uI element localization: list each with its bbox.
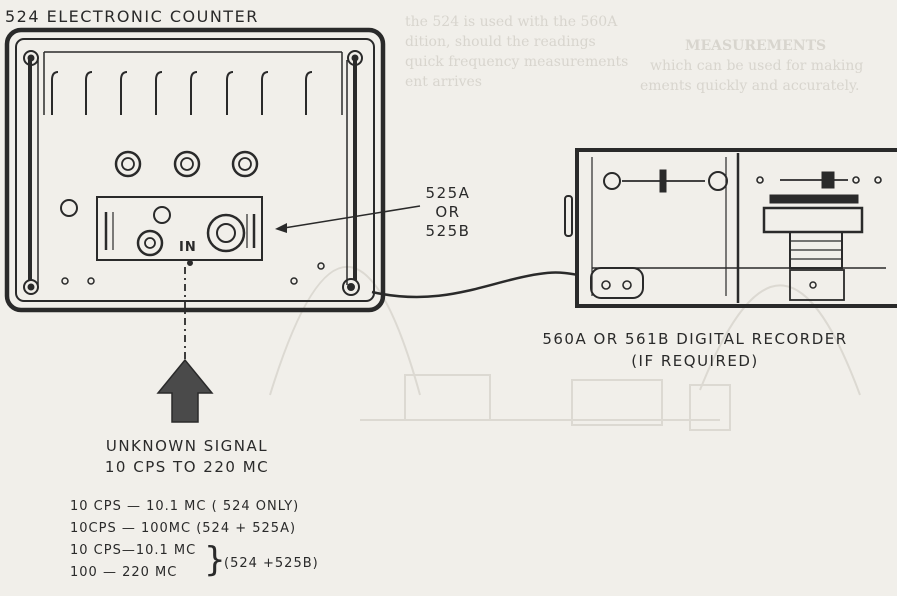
signal-label-line-1: UNKNOWN SIGNAL	[105, 437, 269, 455]
recorder-cable	[371, 271, 579, 299]
recorder-case	[575, 148, 897, 308]
counter-knob-3	[231, 150, 259, 178]
recorder-label: 560A OR 561B DIGITAL RECORDER (IF REQUIR…	[500, 328, 890, 372]
plugin-leader-arrowhead	[275, 223, 287, 233]
input-label: IN	[179, 240, 197, 255]
input-signal-arrow	[156, 358, 214, 423]
recorder-label-line-1: 560A OR 561B DIGITAL RECORDER	[542, 330, 848, 348]
digital-recorder	[564, 148, 897, 308]
bleed-through-line: dition, should the readings	[405, 34, 596, 50]
recorder-switch	[821, 171, 835, 189]
recorder-slider	[659, 169, 667, 193]
bleed-through-drawing	[269, 265, 861, 431]
counter-knob-2	[173, 150, 201, 178]
plugin-small-knob	[153, 206, 171, 224]
electronic-counter	[4, 27, 386, 313]
signal-label-line-2: 10 CPS TO 220 MC	[104, 458, 270, 476]
plugin-unit-panel	[96, 196, 263, 261]
recorder-knob-right	[708, 171, 728, 191]
bleed-through-line: which can be used for making	[650, 58, 864, 74]
counter-outer-case	[4, 27, 386, 313]
bleed-through-heading: MEASUREMENTS	[685, 38, 827, 54]
recorder-label-line-2: (IF REQUIRED)	[631, 352, 759, 370]
recorder-knob-left	[603, 172, 621, 190]
bleed-through-line: ements quickly and accurately.	[640, 78, 860, 94]
range-524-525b-low: 10 CPS—10.1 MC	[70, 543, 197, 558]
plugin-large-knob	[206, 213, 246, 253]
bleed-through-line: the 524 is used with the 560A	[405, 14, 618, 30]
plugin-input-connector	[136, 229, 164, 257]
bleed-through-line: ent arrives	[405, 74, 482, 90]
plugin-label-line-2: OR	[435, 203, 461, 221]
bleed-through-line: quick frequency measurements	[405, 54, 629, 70]
range-brace: }	[204, 540, 226, 580]
plugin-label-line-3: 525B	[425, 222, 471, 240]
plugin-leader-line	[283, 205, 421, 229]
counter-title: 524 ELECTRONIC COUNTER	[5, 7, 259, 26]
counter-inner-panel	[15, 38, 375, 302]
recorder-printer	[769, 194, 859, 204]
recorder-side-handle	[564, 195, 573, 237]
range-524-525b-high: 100 — 220 MC	[70, 565, 178, 580]
counter-knob-1	[114, 150, 142, 178]
range-524-only: 10 CPS — 10.1 MC ( 524 ONLY)	[70, 499, 300, 514]
plugin-label-line-1: 525A	[425, 184, 471, 202]
range-524-525b-note: (524 +525B)	[224, 556, 319, 571]
plugin-label: 525A OR 525B	[423, 184, 473, 241]
counter-pilot-lamp	[60, 199, 78, 217]
range-524-525a: 10CPS — 100MC (524 + 525A)	[70, 521, 297, 536]
signal-label: UNKNOWN SIGNAL 10 CPS TO 220 MC	[62, 436, 312, 478]
